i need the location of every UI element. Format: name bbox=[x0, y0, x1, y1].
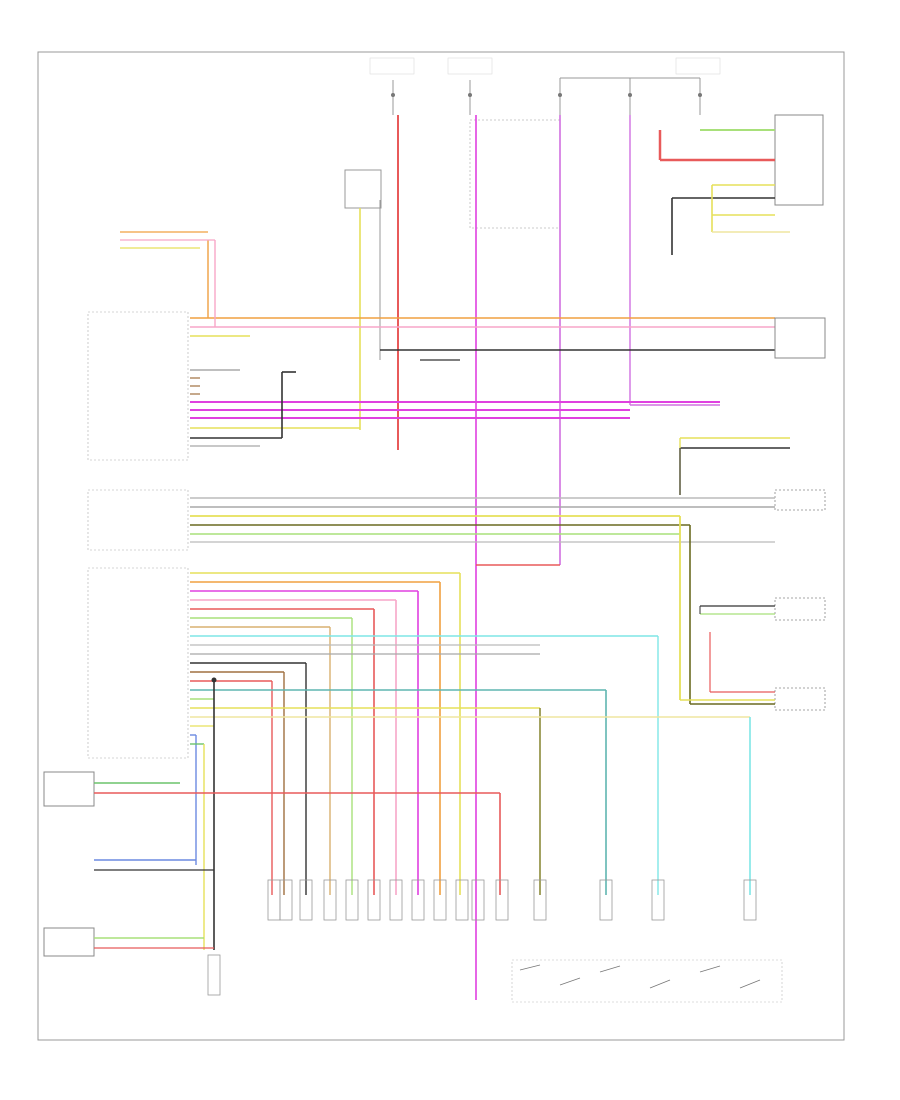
right-switch-block bbox=[658, 114, 824, 255]
fuse-icon bbox=[391, 93, 395, 97]
pcm-connector-block bbox=[87, 311, 189, 759]
left-sensors bbox=[43, 771, 501, 957]
vertical-feeds bbox=[359, 115, 631, 1000]
right-sensor-group bbox=[679, 317, 826, 711]
fuse-icon bbox=[468, 93, 472, 97]
fuse-icon bbox=[558, 93, 562, 97]
fuse-icon bbox=[628, 93, 632, 97]
lower-wire-bank bbox=[190, 572, 751, 950]
middle-wire-bank bbox=[190, 497, 775, 705]
range-sensor-switches bbox=[511, 959, 783, 1003]
solenoid-connectors bbox=[207, 879, 757, 996]
upper-wire-bank bbox=[120, 231, 775, 447]
top-splice-box bbox=[344, 119, 561, 229]
diagram-frame bbox=[37, 51, 845, 1041]
fuse-icon bbox=[698, 93, 702, 97]
power-fuse-group bbox=[369, 57, 721, 115]
